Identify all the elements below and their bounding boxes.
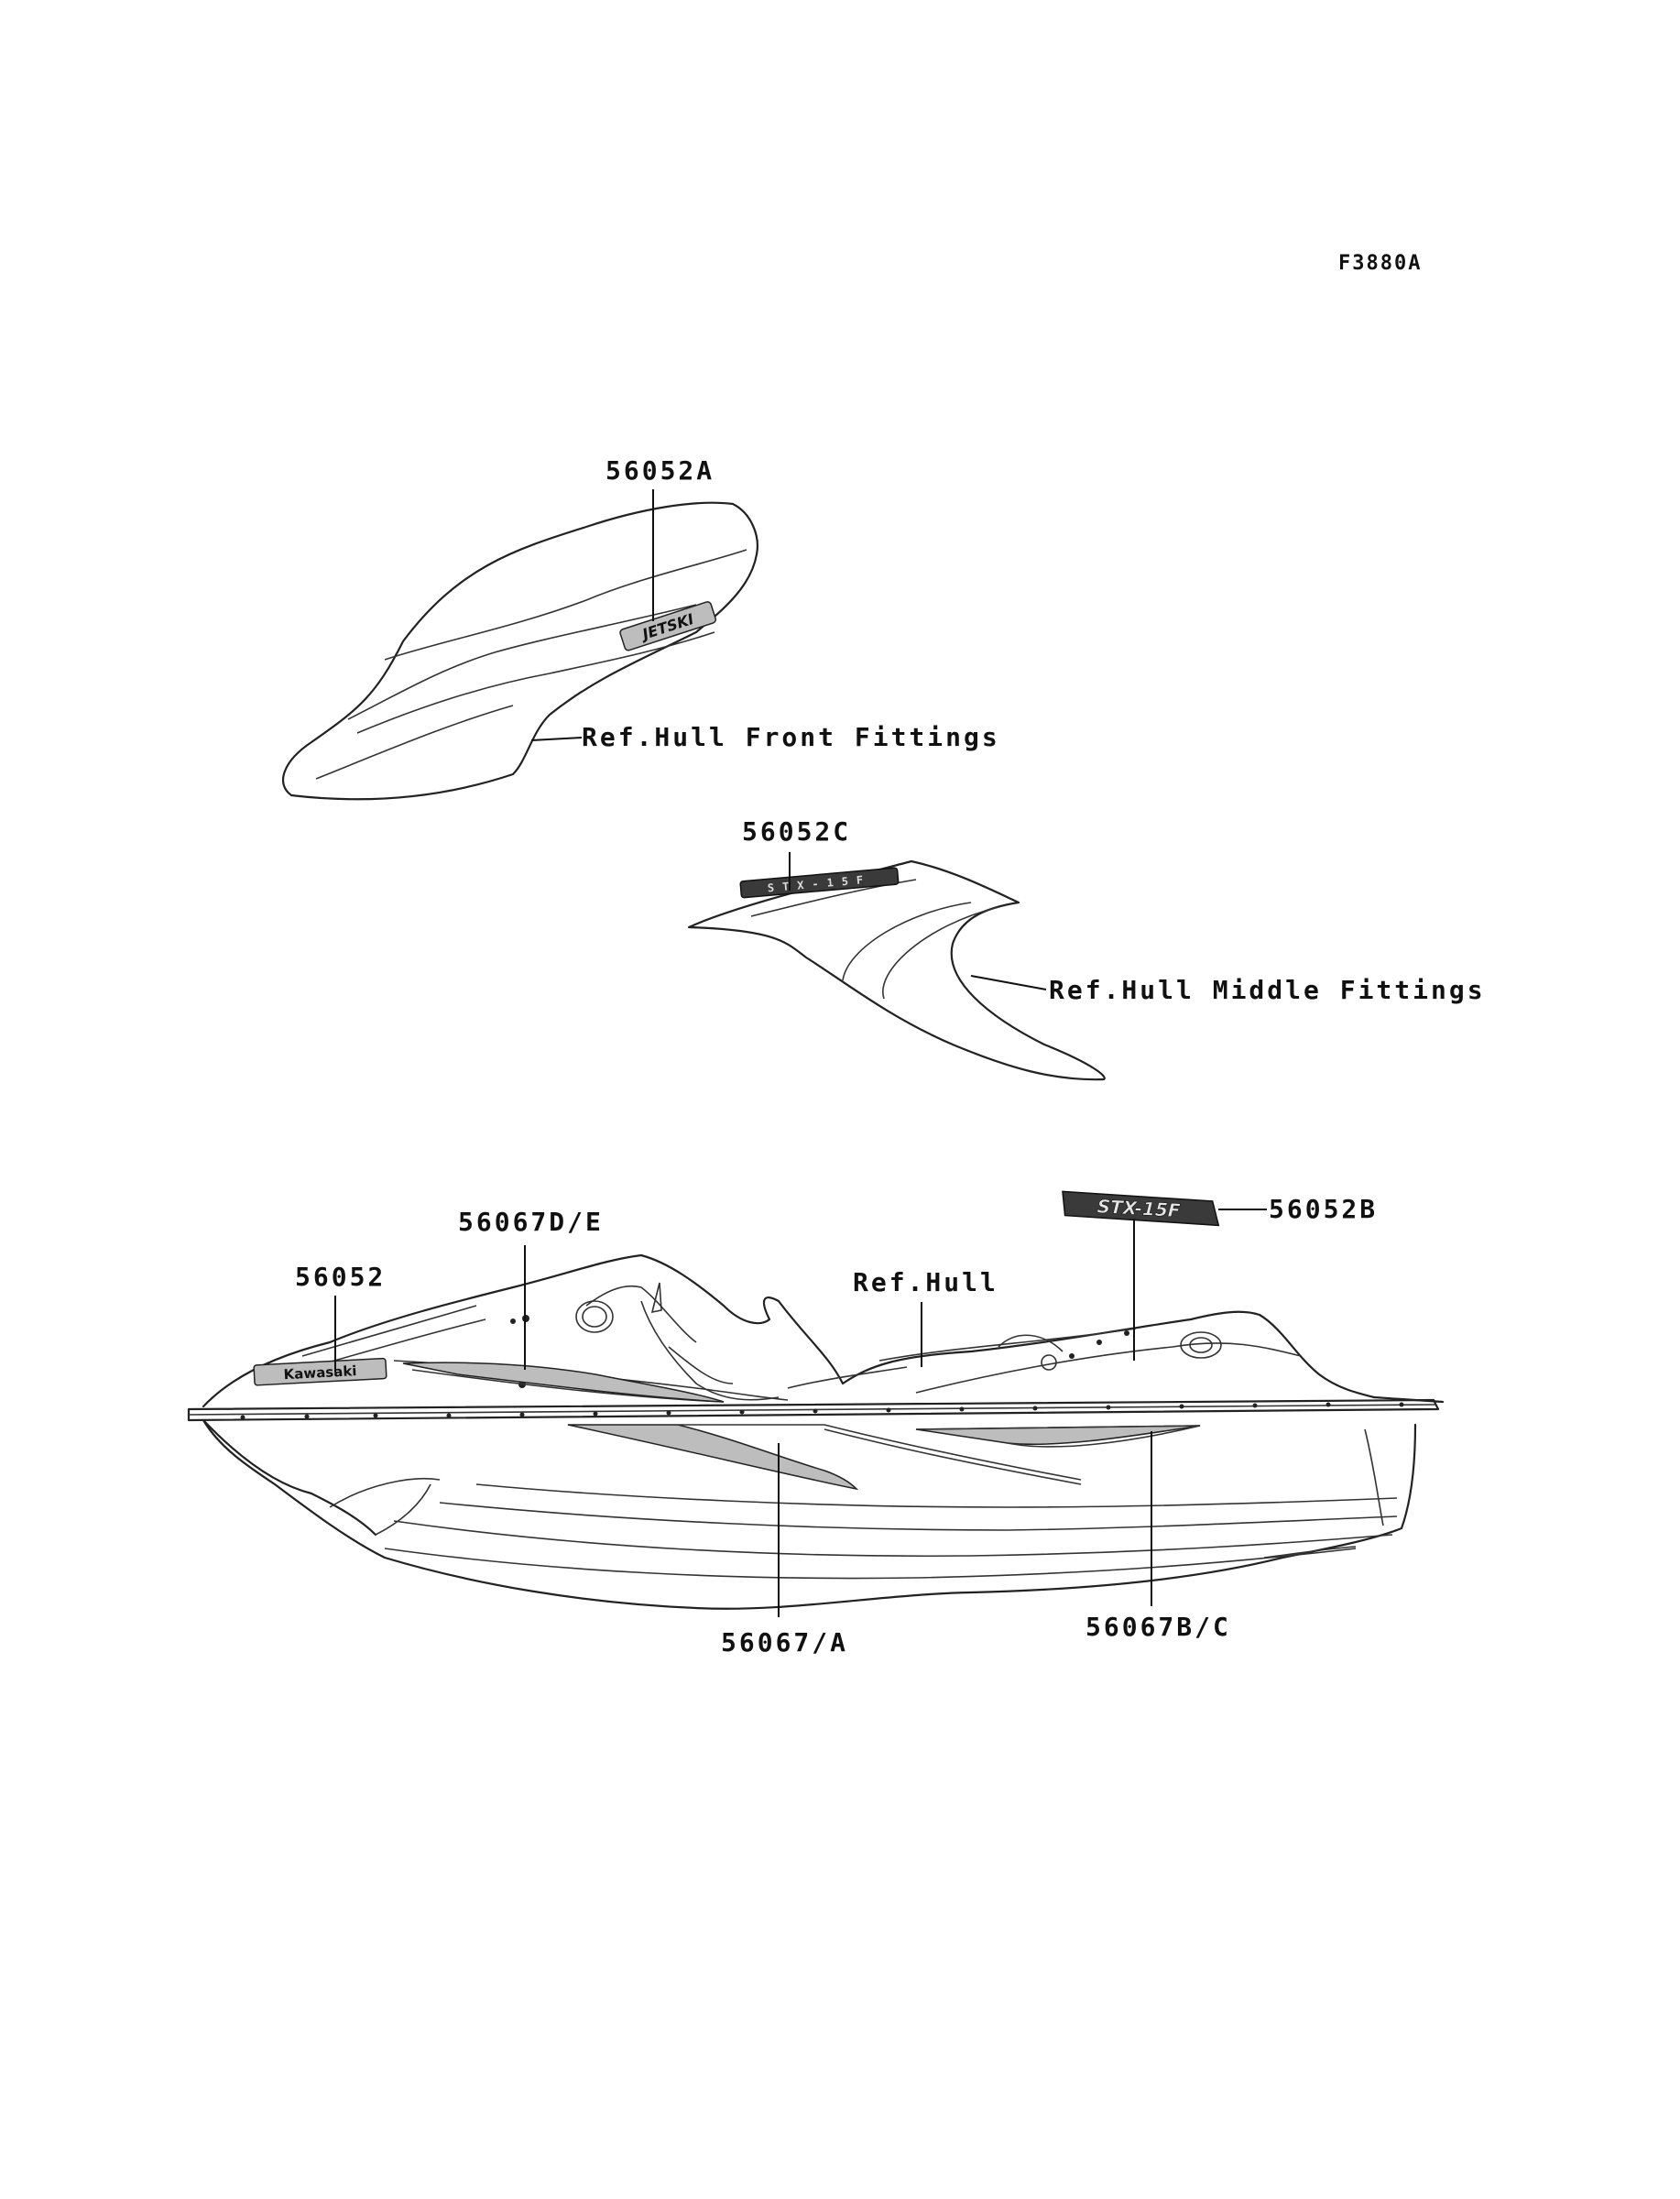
rail-rivets: [240, 1402, 1404, 1420]
middle-cover-part: STX-15F: [687, 859, 1106, 1081]
callout-ref-hull: Ref.Hull: [853, 1267, 998, 1297]
front-cover-part: JETSKI: [282, 501, 758, 801]
hull-part: Kawasaki: [187, 1253, 1445, 1610]
callout-ref-hull-front-fittings: Ref.Hull Front Fittings: [582, 722, 1000, 752]
stx-small-decal: STX-15F: [739, 867, 900, 899]
callout-56052C: 56052C: [742, 816, 852, 847]
kawasaki-decal-text: Kawasaki: [283, 1362, 357, 1383]
callout-56052B: 56052B: [1269, 1194, 1379, 1224]
leader-lines: [334, 489, 1267, 1617]
callout-56052A: 56052A: [605, 455, 715, 486]
callout-56067DE: 56067D/E: [458, 1207, 604, 1237]
callout-56052: 56052: [295, 1262, 387, 1292]
callout-56067BC: 56067B/C: [1085, 1612, 1231, 1642]
callout-56067A: 56067/A: [721, 1627, 849, 1657]
kawasaki-decal: Kawasaki: [253, 1357, 387, 1386]
callout-ref-hull-middle-fittings: Ref.Hull Middle Fittings: [1049, 975, 1486, 1005]
stx-large-decal-text: STX-15F: [1096, 1195, 1181, 1221]
figure-code: F3880A: [1338, 252, 1423, 275]
jetski-decal: JETSKI: [619, 601, 717, 651]
stx-large-decal: STX-15F: [1062, 1190, 1220, 1227]
